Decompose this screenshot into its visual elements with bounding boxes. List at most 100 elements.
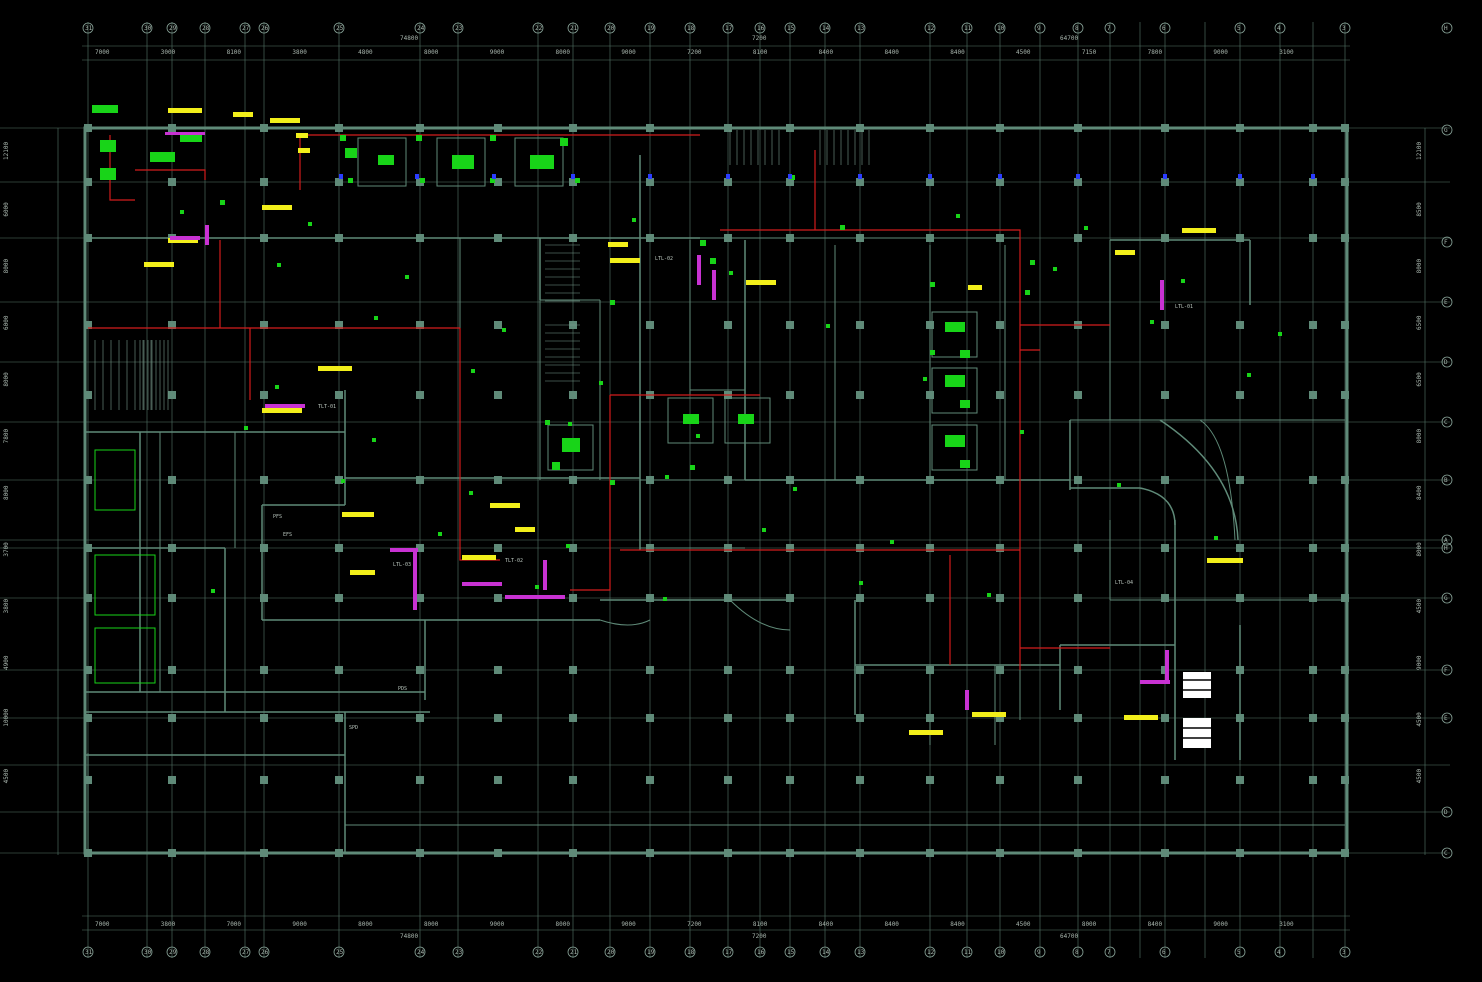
column	[168, 714, 176, 722]
dimension-top: 8000	[424, 49, 439, 56]
axis-label-top: 19	[647, 25, 655, 32]
axis-bubble-bottom	[567, 946, 579, 958]
dimension-top: 8400	[884, 49, 899, 56]
dimension-bottom: 7200	[687, 921, 702, 928]
axis-bubble-bottom	[532, 946, 544, 958]
sprinkler-head	[1084, 226, 1088, 230]
column	[646, 476, 654, 484]
dimension-right: 8400	[1416, 485, 1423, 500]
column	[786, 234, 794, 242]
axis-bubble-top	[1274, 22, 1286, 34]
dimension-bottom: 3800	[161, 921, 176, 928]
equipment-block	[348, 178, 353, 183]
column	[84, 594, 92, 602]
sprinkler-head	[372, 438, 376, 442]
blue-marker	[415, 174, 419, 179]
sprinkler-head	[275, 385, 279, 389]
column	[84, 476, 92, 484]
dimension-bottom: 8000	[424, 921, 439, 928]
axis-bubble-top	[199, 22, 211, 34]
sprinkler-head	[599, 381, 603, 385]
column	[494, 544, 502, 552]
axis-label-bottom: 28	[202, 949, 210, 956]
axis-label-top: 5	[1237, 25, 1241, 32]
column	[926, 776, 934, 784]
column	[646, 321, 654, 329]
column	[996, 124, 1004, 132]
axis-label-top: 7	[1107, 25, 1111, 32]
sprinkler-head	[696, 434, 700, 438]
dimension-lines	[57, 45, 1426, 931]
axis-label-top: 15	[787, 25, 795, 32]
axis-bubble-top	[994, 22, 1006, 34]
column	[996, 234, 1004, 242]
blue-marker	[928, 174, 932, 179]
column	[168, 476, 176, 484]
sprinkler-head	[211, 589, 215, 593]
column	[494, 391, 502, 399]
sprinkler-head	[826, 324, 830, 328]
column	[84, 124, 92, 132]
axis-bubble-top	[239, 22, 251, 34]
column	[260, 391, 268, 399]
column	[724, 776, 732, 784]
riser-pipe	[697, 255, 701, 285]
column	[84, 321, 92, 329]
axis-label-top: 8	[1075, 25, 1079, 32]
axis-label-top: 6	[1162, 25, 1166, 32]
axis-label-bottom: 26	[261, 949, 269, 956]
column	[1074, 849, 1082, 857]
axis-bubble-bottom	[141, 946, 153, 958]
column	[335, 544, 343, 552]
annotation-tag	[342, 512, 374, 517]
axis-label-right: C	[1444, 419, 1448, 426]
column	[786, 594, 794, 602]
column	[926, 544, 934, 552]
dimension-left: 8000	[3, 258, 10, 273]
annotation-tag	[490, 503, 520, 508]
column	[1309, 544, 1317, 552]
axis-bubble-right	[1441, 22, 1453, 34]
equipment-block	[545, 420, 550, 425]
blue-markers	[339, 174, 1315, 179]
column	[1236, 124, 1244, 132]
column	[996, 321, 1004, 329]
sprinkler-head	[471, 369, 475, 373]
column	[168, 544, 176, 552]
column	[335, 476, 343, 484]
sprinkler-head	[923, 377, 927, 381]
column	[1309, 124, 1317, 132]
axis-label-right: D	[1444, 359, 1448, 366]
annotation-tag	[1182, 228, 1216, 233]
column	[569, 594, 577, 602]
column	[724, 124, 732, 132]
axis-bubble-top	[414, 22, 426, 34]
annotation-tag	[515, 527, 535, 532]
column	[1309, 391, 1317, 399]
structural-columns	[84, 124, 1349, 857]
column	[1236, 391, 1244, 399]
sprinkler-head	[438, 532, 442, 536]
column	[168, 321, 176, 329]
axis-label-top: 26	[261, 25, 269, 32]
sprinkler-head	[1181, 279, 1185, 283]
equipment-block	[530, 155, 554, 169]
sprinkler-head	[244, 426, 248, 430]
column	[335, 321, 343, 329]
column	[786, 178, 794, 186]
column	[646, 776, 654, 784]
equipment-block	[452, 155, 474, 169]
sprinkler-head	[502, 328, 506, 332]
axis-bubble-right	[1441, 124, 1453, 136]
column	[926, 124, 934, 132]
column	[1236, 849, 1244, 857]
axis-label-top: 3	[1342, 25, 1346, 32]
dimension-bottom: 8000	[1082, 921, 1097, 928]
axis-bubble-top	[1159, 22, 1171, 34]
sprinkler-head	[665, 475, 669, 479]
column	[996, 714, 1004, 722]
axis-label-right: H	[1444, 25, 1448, 32]
axis-label-top: 24	[417, 25, 425, 32]
blue-marker	[788, 174, 792, 179]
